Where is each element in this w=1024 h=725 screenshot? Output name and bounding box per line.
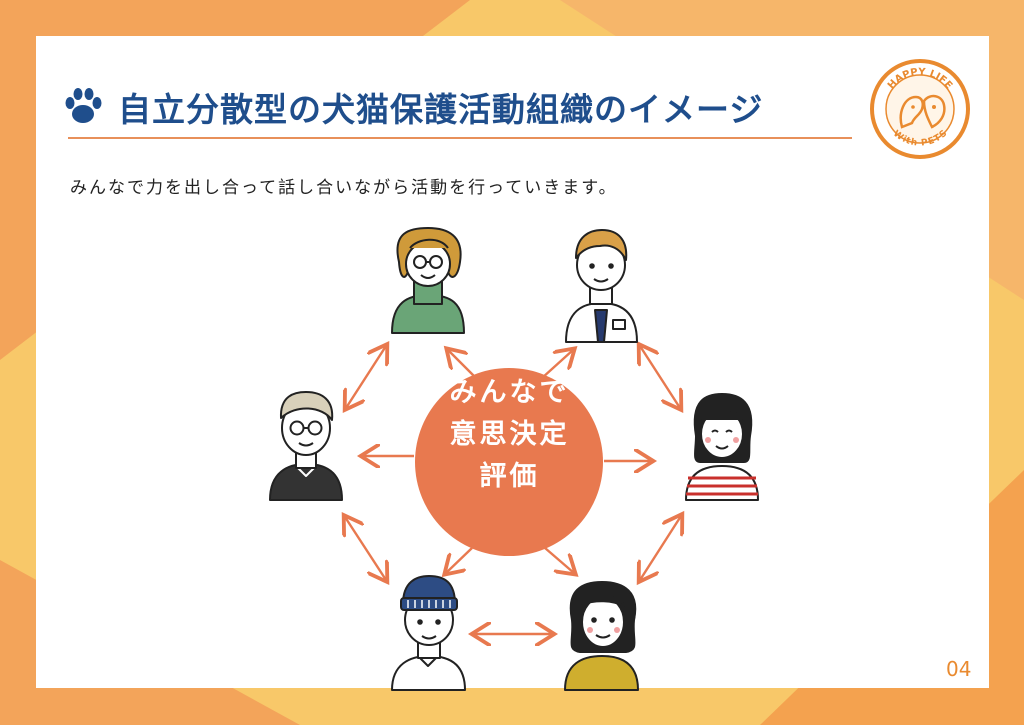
arrow-right-bottom: [640, 516, 681, 580]
arrow-center-to-bottom-left: [446, 547, 473, 573]
center-line-2: 意思決定: [449, 419, 570, 450]
page-number: 04: [946, 657, 972, 681]
pets-logo-icon: HAPPY LIFE With PETS: [870, 59, 970, 159]
center-line-3: 評価: [479, 461, 540, 492]
subtitle: みんなで力を出し合って話し合いながら活動を行っていきます。: [70, 178, 618, 198]
arrow-center-to-top-left: [448, 350, 477, 379]
happy-life-logo: HAPPY LIFE With PETS: [868, 57, 972, 161]
title-row: 自立分散型の犬猫保護活動組織のイメージ: [62, 78, 763, 136]
arrow-right-top: [640, 346, 680, 408]
center-label: みんなで 意思決定 評価: [417, 372, 602, 498]
paw-icon: [65, 88, 102, 123]
arrow-left-top: [346, 346, 386, 408]
arrow-center-to-bottom-right: [544, 547, 574, 573]
center-line-1: みんなで: [449, 377, 570, 408]
person-striped-woman: [685, 393, 759, 501]
title-divider: [68, 137, 852, 139]
content-card: [36, 36, 989, 688]
person-beanie-man: [391, 575, 466, 691]
person-tie-man: [565, 229, 638, 343]
arrow-center-to-top-right: [541, 350, 573, 379]
page-title: 自立分散型の犬猫保護活動組織のイメージ: [118, 90, 764, 129]
person-glasses-woman-green: [391, 227, 465, 334]
center-circle: [415, 368, 603, 556]
person-curly-woman-yellow: [564, 581, 639, 691]
arrow-left-bottom: [345, 517, 386, 580]
person-glasses-man-dark: [269, 391, 343, 501]
